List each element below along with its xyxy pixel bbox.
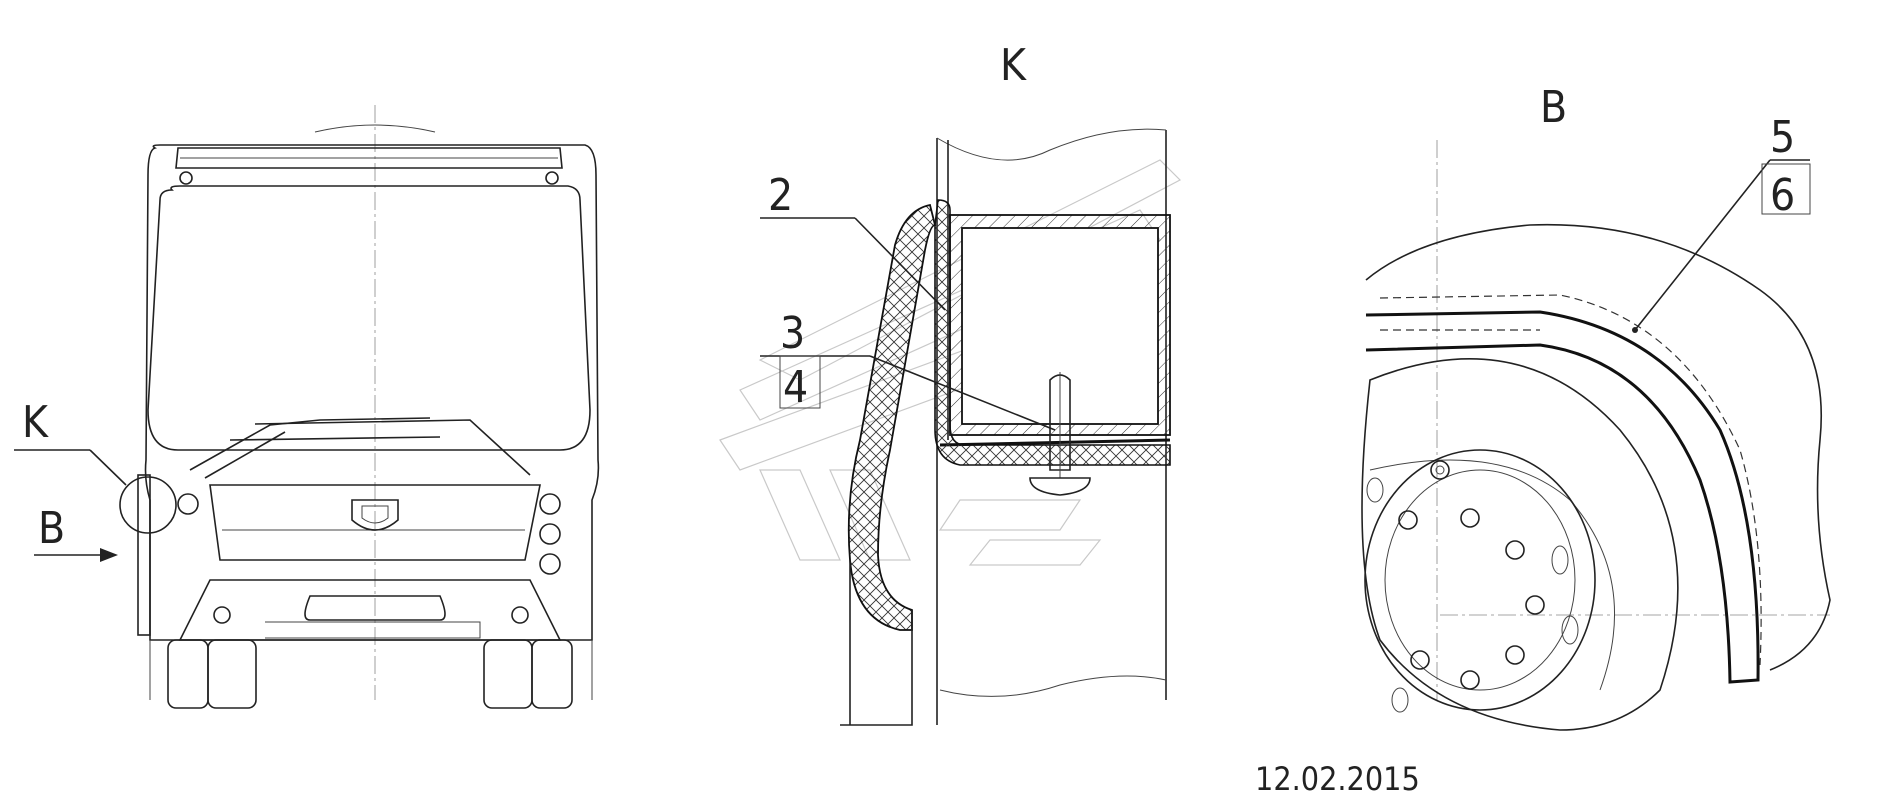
part-label-5: 5	[1770, 112, 1795, 163]
view-k-title: K	[1000, 40, 1027, 91]
drawing-date: 12.02.2015	[1255, 760, 1420, 798]
front-arrow-b: B	[38, 503, 65, 554]
part-label-4: 4	[783, 362, 808, 413]
bus-front-view	[14, 105, 600, 709]
view-b-title: B	[1540, 82, 1567, 133]
view-b-detail	[1361, 140, 1831, 731]
front-callout-k: K	[22, 397, 49, 448]
part-label-3: 3	[780, 308, 805, 359]
part-label-6: 6	[1770, 170, 1795, 221]
section-k-view	[760, 128, 1171, 726]
part-label-2: 2	[768, 170, 793, 221]
